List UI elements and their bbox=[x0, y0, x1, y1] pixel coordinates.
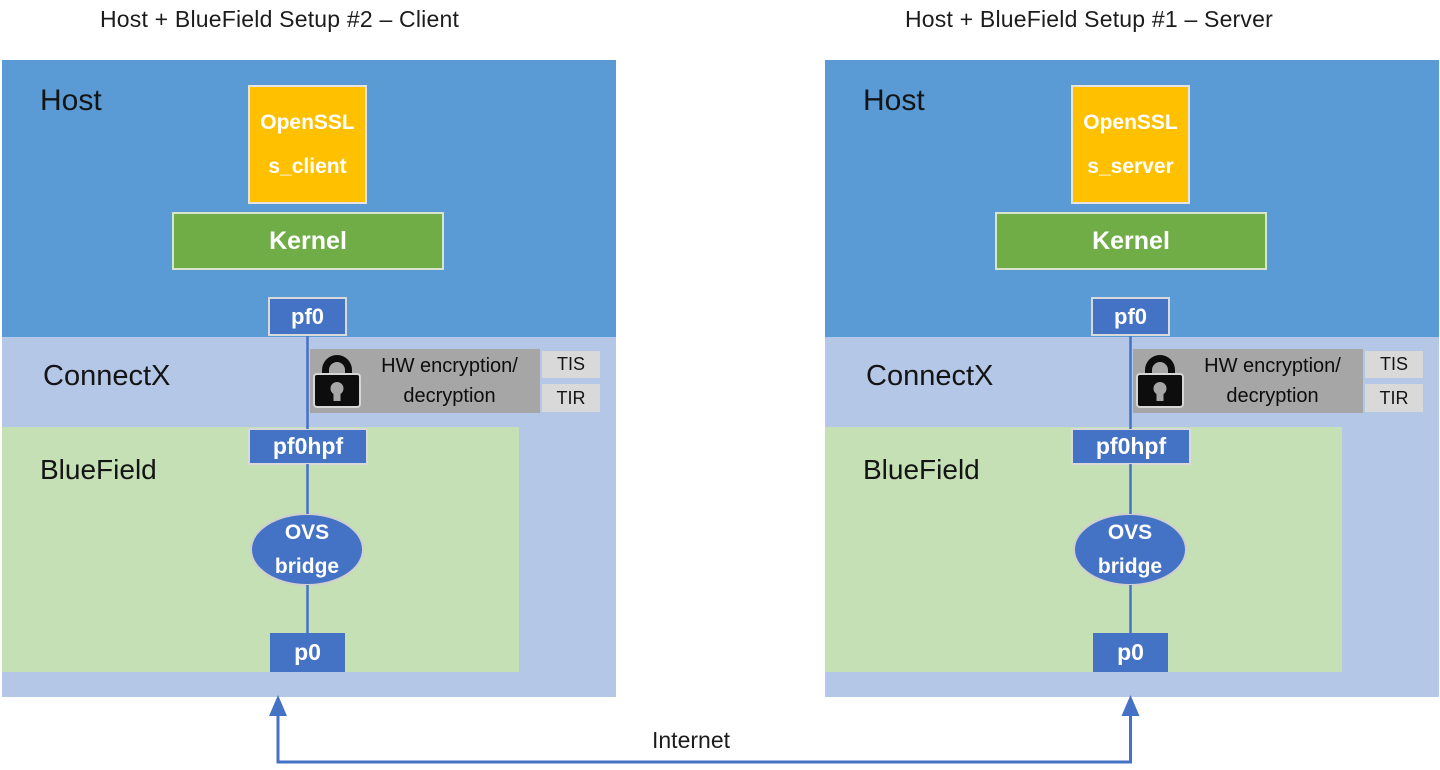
pf0hpf-badge: pf0hpf bbox=[248, 428, 368, 465]
openssl-client-box: OpenSSL s_client bbox=[248, 85, 367, 204]
pf0-badge: pf0 bbox=[268, 297, 347, 336]
host-label: Host bbox=[40, 84, 102, 117]
kernel-label: Kernel bbox=[269, 226, 347, 255]
p0-badge: p0 bbox=[1093, 633, 1168, 672]
server-panel: Host OpenSSL s_server Kernel pf0 Connect… bbox=[825, 60, 1439, 697]
openssl-label-line1: OpenSSL bbox=[1083, 111, 1178, 135]
host-label: Host bbox=[863, 84, 925, 117]
lock-shackle bbox=[1145, 355, 1175, 380]
hw-encryption-label: HW encryption/ decryption bbox=[1204, 355, 1341, 407]
openssl-server-box: OpenSSL s_server bbox=[1071, 85, 1190, 204]
tis-badge: TIS bbox=[1365, 351, 1423, 378]
setup-title-client: Host + BlueField Setup #2 – Client bbox=[100, 6, 460, 32]
ovs-label-line2: bridge bbox=[1097, 554, 1163, 578]
hw-encryption-box: HW encryption/ decryption bbox=[1133, 349, 1363, 413]
ovs-label-line1: OVS bbox=[1107, 520, 1153, 544]
hw-encryption-box: HW encryption/ decryption bbox=[310, 349, 540, 413]
lock-icon bbox=[315, 353, 359, 409]
bluefield-label: BlueField bbox=[863, 454, 980, 485]
openssl-label-line2: s_server bbox=[1087, 154, 1174, 178]
p0-badge: p0 bbox=[270, 633, 345, 672]
hw-encryption-label: HW encryption/ decryption bbox=[381, 355, 518, 407]
pf0-label: pf0 bbox=[291, 303, 324, 329]
connectx-label: ConnectX bbox=[866, 360, 994, 392]
tir-badge: TIR bbox=[1365, 384, 1423, 412]
openssl-label-line2: s_client bbox=[268, 154, 347, 178]
p0-label: p0 bbox=[294, 639, 321, 665]
kernel-box: Kernel bbox=[172, 212, 444, 270]
ovs-bridge: OVS bridge bbox=[250, 513, 364, 586]
pf0-label: pf0 bbox=[1114, 303, 1147, 329]
internet-label: Internet bbox=[652, 727, 730, 753]
kernel-box: Kernel bbox=[995, 212, 1267, 270]
tis-badge: TIS bbox=[542, 351, 600, 378]
pf0hpf-label: pf0hpf bbox=[1095, 433, 1167, 459]
openssl-label-line1: OpenSSL bbox=[260, 111, 355, 135]
kernel-label: Kernel bbox=[1092, 226, 1170, 255]
ovs-label-line2: bridge bbox=[274, 554, 340, 578]
client-panel: Host OpenSSL s_client Kernel pf0 Connect… bbox=[2, 60, 616, 697]
ovs-label-line1: OVS bbox=[284, 520, 330, 544]
pf0-badge: pf0 bbox=[1091, 297, 1170, 336]
lock-icon bbox=[1138, 353, 1182, 409]
pf0hpf-label: pf0hpf bbox=[272, 433, 344, 459]
tir-badge: TIR bbox=[542, 384, 600, 412]
internet-arrowhead-right bbox=[1121, 695, 1140, 716]
p0-label: p0 bbox=[1117, 639, 1144, 665]
lock-body bbox=[1138, 375, 1182, 406]
setup-title-server: Host + BlueField Setup #1 – Server bbox=[905, 6, 1273, 32]
ovs-bridge: OVS bridge bbox=[1073, 513, 1187, 586]
bluefield-label: BlueField bbox=[40, 454, 157, 485]
connectx-label: ConnectX bbox=[43, 360, 171, 392]
lock-shackle bbox=[322, 355, 352, 380]
pf0hpf-badge: pf0hpf bbox=[1071, 428, 1191, 465]
internet-arrowhead-left bbox=[269, 695, 287, 716]
lock-body bbox=[315, 375, 359, 406]
